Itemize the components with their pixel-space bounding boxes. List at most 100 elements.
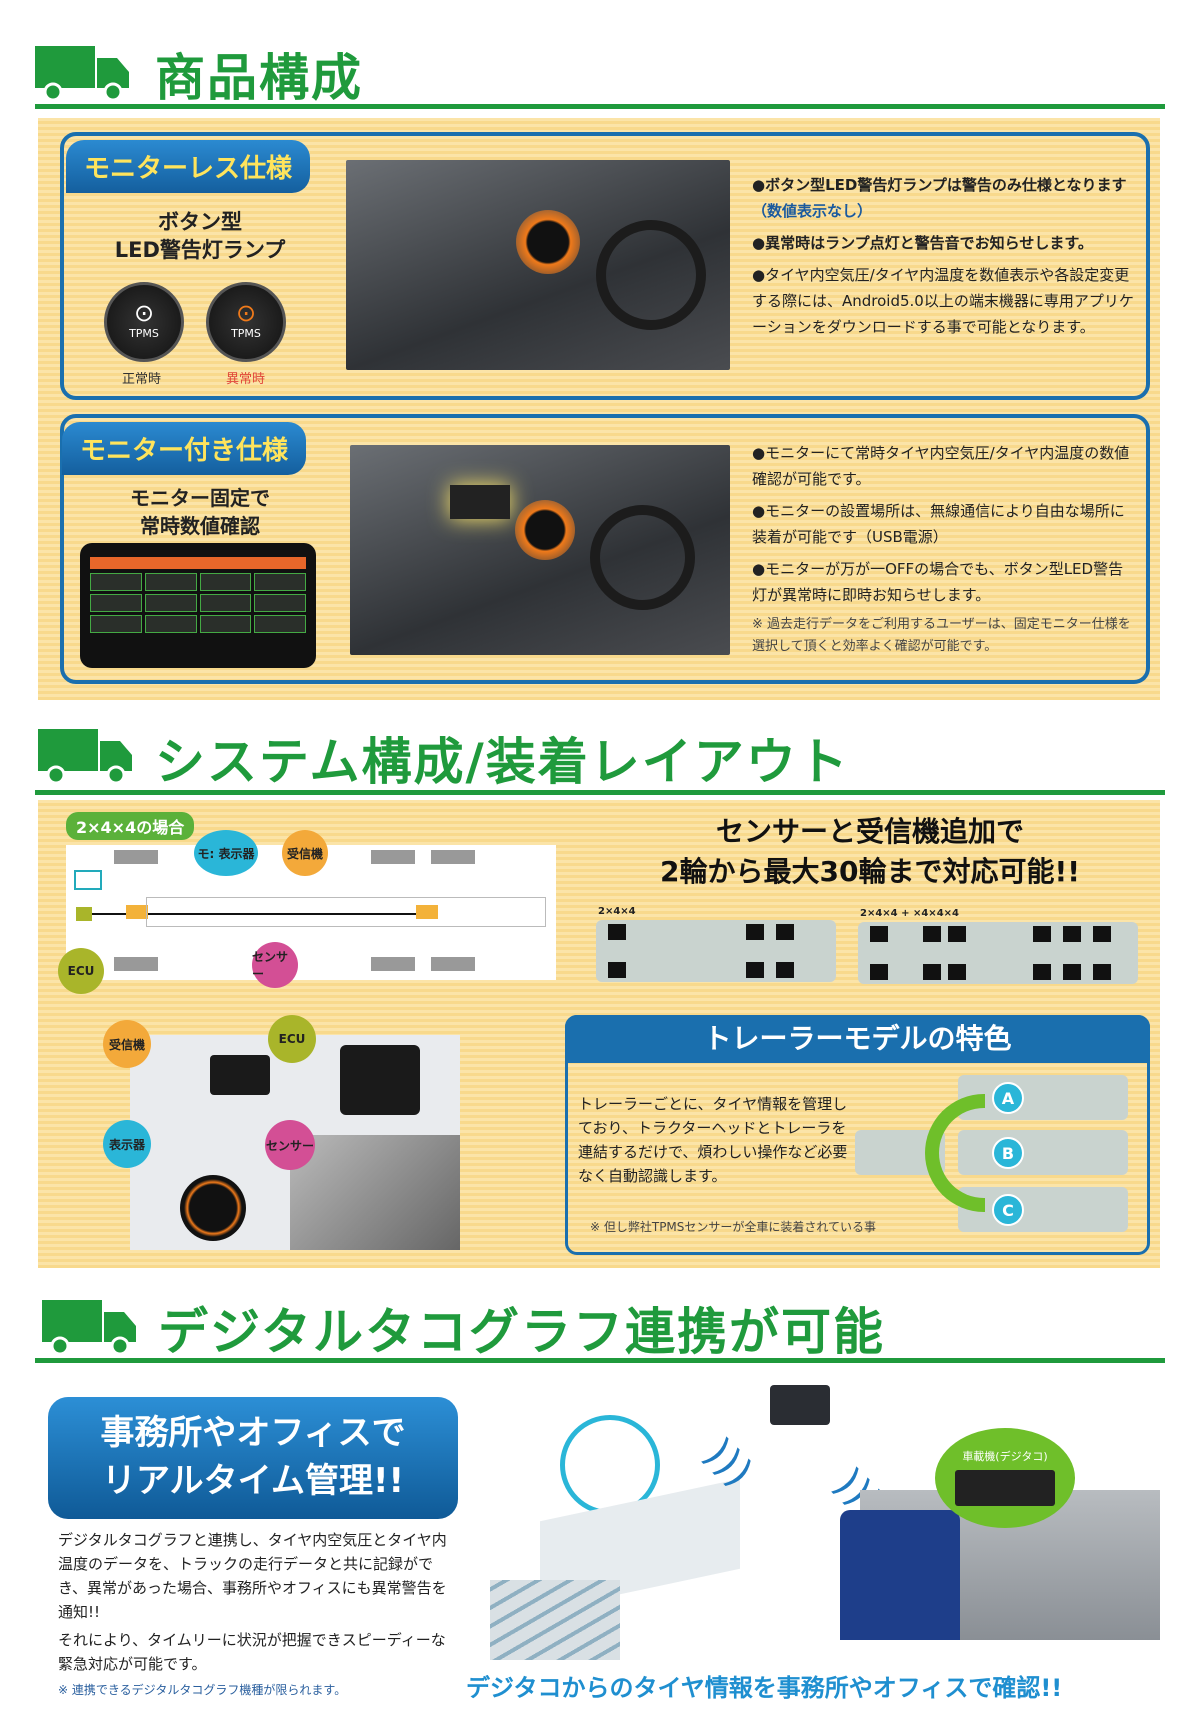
wheel: [870, 964, 888, 980]
wheel: [923, 926, 941, 942]
tire-cell: [199, 594, 252, 612]
truck-config-2: [858, 922, 1138, 984]
heading-line: ボタン型: [158, 210, 242, 234]
wheel: [608, 962, 626, 978]
monitor-bullets: ●モニターにて常時タイヤ内空気圧/タイヤ内温度の数値確認が可能です。 ●モニター…: [752, 440, 1137, 664]
monitor-glow: [450, 485, 510, 519]
receiver-box: [126, 905, 148, 919]
wheel: [1033, 926, 1051, 942]
lamp-label: TPMS: [231, 327, 261, 340]
wheel: [1063, 926, 1081, 942]
divider: [35, 104, 1165, 109]
heading-line: 常時数値確認: [140, 514, 260, 538]
lamp-normal-icon: ⊙TPMS: [104, 282, 184, 362]
divider: [35, 1358, 1165, 1363]
trailer-b: [958, 1130, 1128, 1175]
monitor-box: [74, 870, 102, 890]
box-line: 事務所やオフィスで: [100, 1413, 406, 1453]
fleet-trucks-icon: [490, 1580, 620, 1660]
trailer-option-a: A: [992, 1082, 1024, 1114]
trailer-a: [958, 1075, 1128, 1120]
lamp-abnormal-icon: ⊙TPMS: [206, 282, 286, 362]
ecu-box: [76, 907, 92, 921]
tire-cell: [90, 573, 142, 591]
wheel: [1033, 964, 1051, 980]
tire-cell: [144, 573, 197, 591]
paragraph: それにより、タイムリーに状況が把握できスピーディーな緊急対応が可能です。: [58, 1631, 446, 1673]
ecu-device: [340, 1045, 420, 1115]
trailer-option-b: B: [992, 1137, 1024, 1169]
bullet: ●モニターの設置場所は、無線通信により自由な場所に装着が可能です（USB電源）: [752, 502, 1125, 546]
wheel: [746, 962, 764, 978]
tire: [371, 850, 415, 864]
part-label-sensor: センサー: [265, 1120, 315, 1170]
tire: [431, 850, 475, 864]
section-title-products: 商品構成: [155, 49, 363, 107]
trailer-option-c: C: [992, 1194, 1024, 1226]
realtime-box: 事務所やオフィスで リアルタイム管理!!: [48, 1397, 458, 1519]
tire-cell: [254, 615, 306, 633]
bullet: ●ボタン型LED警告灯ランプは警告のみ仕様となります: [752, 176, 1127, 194]
bullet: ●タイヤ内空気圧/タイヤ内温度を数値表示や各設定変更する際には、Android5…: [752, 266, 1134, 336]
part-label-ecu: ECU: [268, 1015, 316, 1063]
wheel: [746, 924, 764, 940]
section-title-tacho: デジタルタコグラフ連携が可能: [158, 1303, 885, 1361]
trailer-note: ※ 但し弊社TPMSセンサーが全車に装着されている事: [590, 1220, 877, 1234]
trailer-c: [958, 1187, 1128, 1232]
config-label: 2×4×4: [598, 906, 636, 917]
case-label: 2×4×4の場合: [66, 812, 195, 840]
cable: [92, 913, 422, 915]
digital-tacho-callout: 車載機(デジタコ): [935, 1428, 1075, 1528]
wheel: [870, 926, 888, 942]
server-icon: [770, 1385, 830, 1425]
steering-wheel: [596, 220, 706, 330]
section-title-system: システム構成/装着レイアウト: [155, 733, 850, 791]
tire-cell: [199, 615, 252, 633]
receiver-device: [210, 1055, 270, 1095]
heading-line: モニター固定で: [130, 486, 270, 510]
tire: [431, 957, 475, 971]
truck-icon: [38, 729, 132, 783]
lamp-label: TPMS: [129, 327, 159, 340]
tacho-device-icon: [955, 1470, 1055, 1506]
bullet: ●異常時はランプ点灯と警告音でお知らせします。: [752, 234, 1093, 252]
paragraph: デジタルタコグラフと連携し、タイヤ内空気圧とタイヤ内温度のデータを、トラックの走…: [58, 1531, 447, 1621]
monitorless-panel: [60, 132, 1150, 400]
device-label: 車載機(デジタコ): [962, 1450, 1048, 1463]
monitor-tag: モニター付き仕様: [62, 422, 307, 475]
screen-header: [90, 557, 306, 569]
wheel: [948, 964, 966, 980]
wheel: [776, 924, 794, 940]
heading-line: LED警告灯ランプ: [114, 238, 286, 262]
ecu-callout: ECU: [58, 948, 104, 994]
sensor-callout: センサー: [252, 942, 298, 988]
monitorless-heading: ボタン型 LED警告灯ランプ: [90, 208, 310, 264]
truck-config-1: [596, 920, 836, 982]
config-label: 2×4×4 + ×4×4×4: [860, 908, 959, 919]
note: ※ 過去走行データをご利用するユーザーは、固定モニター仕様を選択して頂くと効率よ…: [752, 617, 1131, 654]
tire: [371, 957, 415, 971]
abnormal-label: 異常時: [226, 372, 266, 387]
trailer-title: トレーラーモデルの特色: [565, 1015, 1150, 1063]
truck-icon: [42, 1300, 136, 1354]
truck-cab: [840, 1510, 960, 1640]
cab-interior-photo: [346, 160, 730, 370]
tire-cell: [90, 615, 142, 633]
monitor-heading: モニター固定で 常時数値確認: [90, 484, 310, 540]
headline-line: センサーと受信機追加で: [715, 815, 1024, 848]
cab-monitor-photo: [350, 445, 730, 655]
wheel: [1093, 964, 1111, 980]
trailer-text: トレーラーごとに、タイヤ情報を管理しており、トラクターヘッドとトレーラを連結する…: [578, 1095, 848, 1185]
receiver-callout: 受信機: [282, 830, 328, 876]
lamp-glow-icon: [515, 500, 575, 560]
wheel: [608, 924, 626, 940]
tacho-caption: デジタコからのタイヤ情報を事務所やオフィスで確認!!: [466, 1674, 1063, 1702]
wheel: [1093, 926, 1111, 942]
tire-cell: [254, 594, 306, 612]
wheel: [948, 926, 966, 942]
tire-cell: [199, 573, 252, 591]
wheel: [776, 962, 794, 978]
truck-icon: [35, 46, 129, 100]
tire-cell: [254, 573, 306, 591]
tire: [114, 850, 158, 864]
